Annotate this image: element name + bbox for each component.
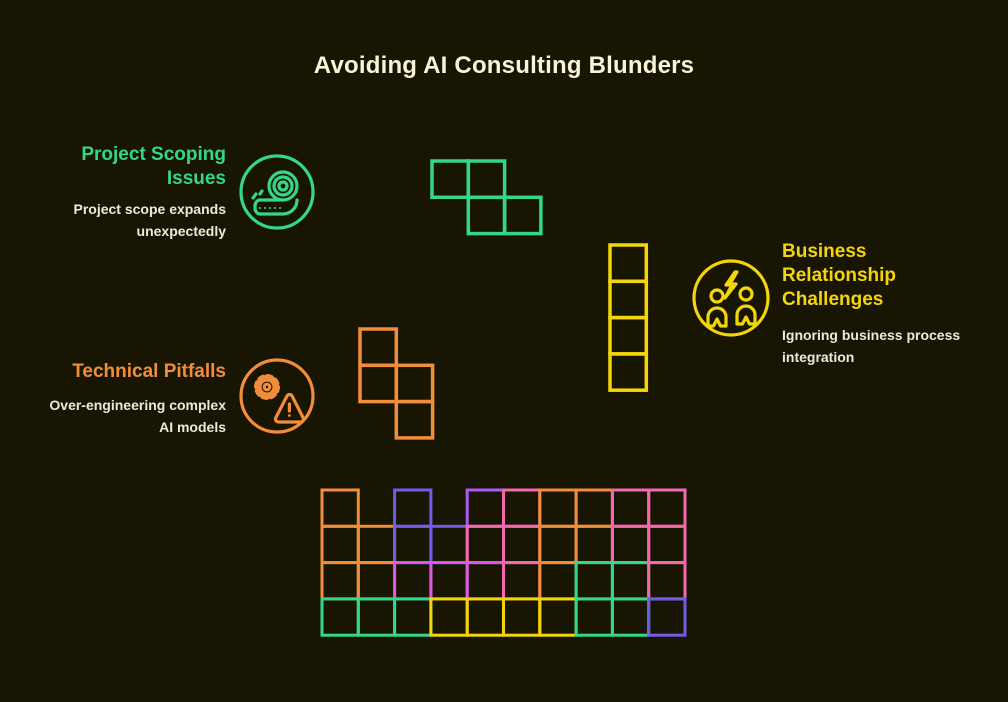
tetris-stack-cell bbox=[647, 561, 687, 601]
tetris-stack-cell bbox=[502, 488, 542, 528]
tetris-stack-cell bbox=[502, 597, 542, 637]
people-conflict-icon bbox=[691, 258, 771, 338]
section-heading-business-relationship: Business Relationship Challenges bbox=[782, 241, 897, 310]
section-subtitle-project-scoping: Project scope expands unexpectedly bbox=[73, 201, 226, 239]
green-s-piece bbox=[466, 195, 507, 236]
yellow-i-piece bbox=[608, 352, 649, 392]
tetris-stack-cell bbox=[320, 561, 360, 601]
yellow-i-piece bbox=[608, 315, 649, 356]
tape-measure-icon bbox=[237, 152, 317, 232]
tetris-stack-cell bbox=[320, 524, 360, 565]
tetris-stack-cell bbox=[574, 561, 614, 601]
tetris-stack-cell bbox=[393, 597, 433, 637]
orange-s-piece bbox=[394, 363, 435, 404]
tetris-stack-cell bbox=[356, 597, 397, 637]
tetris-stack-cell bbox=[574, 524, 614, 565]
page-title: Avoiding AI Consulting Blunders bbox=[313, 52, 695, 79]
orange-s-piece bbox=[394, 399, 435, 440]
section-subtitle-business-relationship: Ignoring business process integration bbox=[782, 327, 961, 365]
tetris-stack-cell bbox=[610, 488, 651, 528]
tetris-stack-cell bbox=[465, 488, 506, 528]
tetris-stack-cell bbox=[393, 524, 433, 565]
tetris-stack-cell bbox=[647, 488, 687, 528]
tetris-stack-cell bbox=[647, 597, 687, 637]
green-s-piece bbox=[502, 195, 543, 236]
tetris-stack-cell bbox=[465, 597, 506, 637]
tetris-stack-cell bbox=[320, 597, 360, 637]
tetris-stack-cell bbox=[538, 561, 578, 601]
tetris-stack-cell bbox=[356, 561, 397, 601]
tetris-stack-cell bbox=[320, 488, 360, 528]
tetris-stack-cell bbox=[429, 597, 469, 637]
tetris-stack-cell bbox=[574, 488, 614, 528]
gear-warning-icon bbox=[237, 356, 317, 436]
section-heading-technical-pitfalls: Technical Pitfalls bbox=[72, 361, 226, 382]
tetris-stack-cell bbox=[538, 597, 578, 637]
tetris-stack-cell bbox=[393, 488, 433, 528]
tetris-stack-cell bbox=[647, 524, 687, 565]
tetris-stack-cell bbox=[429, 524, 469, 565]
tetris-stack-cell bbox=[610, 561, 651, 601]
green-s-piece bbox=[466, 159, 507, 200]
tetris-stack-cell bbox=[465, 524, 506, 565]
section-subtitle-technical-pitfalls: Over-engineering complex AI models bbox=[49, 397, 226, 435]
yellow-i-piece bbox=[608, 243, 649, 284]
tetris-stack-cell bbox=[538, 488, 578, 528]
yellow-i-piece bbox=[608, 279, 649, 320]
orange-s-piece bbox=[358, 327, 399, 368]
tetris-stack-cell bbox=[356, 524, 397, 565]
orange-s-piece bbox=[358, 363, 399, 404]
tetris-stack-cell bbox=[465, 561, 506, 601]
green-s-piece bbox=[430, 159, 471, 200]
tetris-stack-cell bbox=[574, 597, 614, 637]
tetris-stack-cell bbox=[502, 524, 542, 565]
tetris-stack-cell bbox=[502, 561, 542, 601]
tetris-stack-cell bbox=[610, 524, 651, 565]
tetris-stack-cell bbox=[393, 561, 433, 601]
tetris-stack-cell bbox=[538, 524, 578, 565]
tetris-stack-cell bbox=[610, 597, 651, 637]
tetris-stack-cell bbox=[429, 561, 469, 601]
section-heading-project-scoping: Project Scoping Issues bbox=[81, 144, 226, 189]
